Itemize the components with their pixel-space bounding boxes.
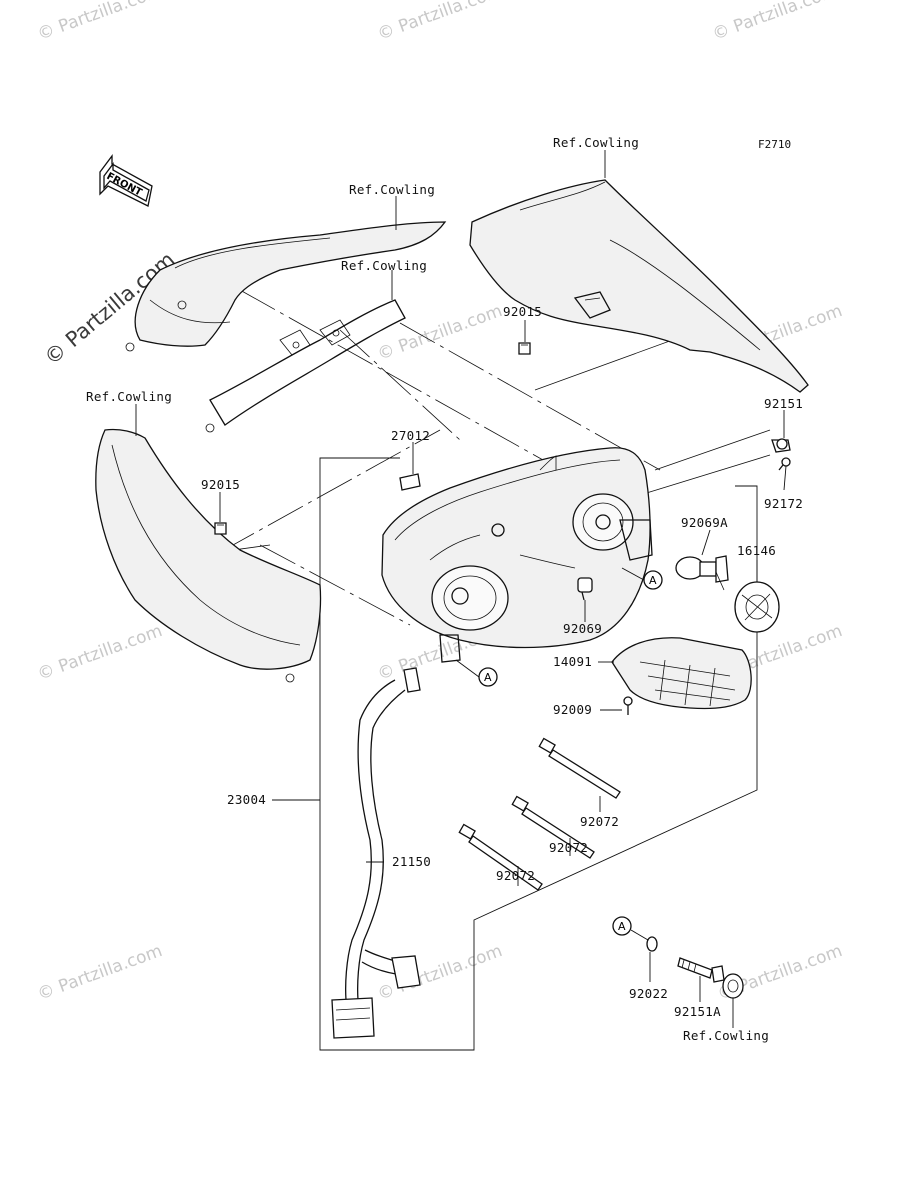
label-92151: 92151 bbox=[764, 396, 803, 411]
callout-letter: A bbox=[649, 574, 657, 587]
label-92009: 92009 bbox=[553, 702, 592, 717]
label-23004: 23004 bbox=[227, 792, 266, 807]
label-92015-left: 92015 bbox=[201, 477, 240, 492]
label-27012: 27012 bbox=[391, 428, 430, 443]
label-21150: 21150 bbox=[392, 854, 431, 869]
screw-92009 bbox=[623, 696, 633, 715]
callout-letter: A bbox=[618, 920, 626, 933]
grommet-ref-cowling bbox=[722, 973, 744, 999]
label-ref-cowling-mid: Ref.Cowling bbox=[341, 258, 427, 273]
side-cowling-left bbox=[95, 428, 322, 683]
warning-label bbox=[399, 473, 421, 491]
bulb-92069A bbox=[675, 555, 729, 591]
side-cowling-upper bbox=[125, 221, 447, 352]
label-14091: 14091 bbox=[553, 654, 592, 669]
cable-tie-92072-c bbox=[458, 823, 543, 891]
headlight-stay bbox=[205, 299, 406, 433]
front-arrow-icon: FRONT bbox=[99, 154, 153, 207]
label-ref-cowling-left: Ref.Cowling bbox=[86, 389, 172, 404]
reference-lines bbox=[159, 289, 771, 626]
bulb-92069 bbox=[577, 577, 593, 601]
watermark: © Partzilla.com bbox=[375, 301, 505, 365]
label-92151A: 92151A bbox=[674, 1004, 721, 1019]
figure-code: F2710 bbox=[758, 138, 791, 151]
label-92015-upper: 92015 bbox=[503, 304, 542, 319]
label-ref-cowling-upper-left: Ref.Cowling bbox=[349, 182, 435, 197]
bolt-92151A bbox=[677, 957, 725, 983]
callout-a-2: A bbox=[455, 659, 498, 687]
label-92069: 92069 bbox=[563, 621, 602, 636]
label-16146: 16146 bbox=[737, 543, 776, 558]
screw-92151 bbox=[771, 438, 791, 453]
dust-cap-16146 bbox=[734, 581, 780, 633]
headlight-assembly bbox=[381, 447, 653, 663]
wiring-harness-21150 bbox=[331, 667, 421, 1039]
kit-bracket-frame bbox=[319, 457, 758, 1051]
washer-92022 bbox=[646, 936, 658, 952]
callout-a-3: A bbox=[612, 916, 649, 941]
label-92069A: 92069A bbox=[681, 515, 728, 530]
callout-letter: A bbox=[484, 671, 492, 684]
label-92022: 92022 bbox=[629, 986, 668, 1001]
cable-tie-92072-b bbox=[511, 795, 595, 859]
leader-lines bbox=[135, 150, 787, 1028]
label-92072-b: 92072 bbox=[549, 840, 588, 855]
nut-92015-left bbox=[214, 522, 227, 535]
watermark: © Partzilla.com bbox=[35, 621, 165, 685]
cover-14091 bbox=[611, 637, 752, 710]
watermark: © Partzilla.com bbox=[375, 0, 505, 45]
upper-cowling bbox=[469, 179, 809, 393]
watermark: © Partzilla.com bbox=[35, 941, 165, 1005]
label-ref-cowling-bottom: Ref.Cowling bbox=[683, 1028, 769, 1043]
cable-tie-92072-a bbox=[538, 737, 621, 799]
label-ref-cowling-top-right: Ref.Cowling bbox=[553, 135, 639, 150]
nut-92015-upper bbox=[518, 342, 531, 355]
watermark: © Partzilla.com bbox=[710, 0, 840, 45]
part-labels: Ref.Cowling Ref.Cowling Ref.Cowling Ref.… bbox=[86, 135, 803, 1043]
bolt-92172 bbox=[778, 457, 791, 471]
label-92172: 92172 bbox=[764, 496, 803, 511]
label-92072-c: 92072 bbox=[496, 868, 535, 883]
callout-a-1: A bbox=[621, 567, 663, 590]
label-92072-a: 92072 bbox=[580, 814, 619, 829]
watermark: © Partzilla.com bbox=[35, 0, 165, 45]
